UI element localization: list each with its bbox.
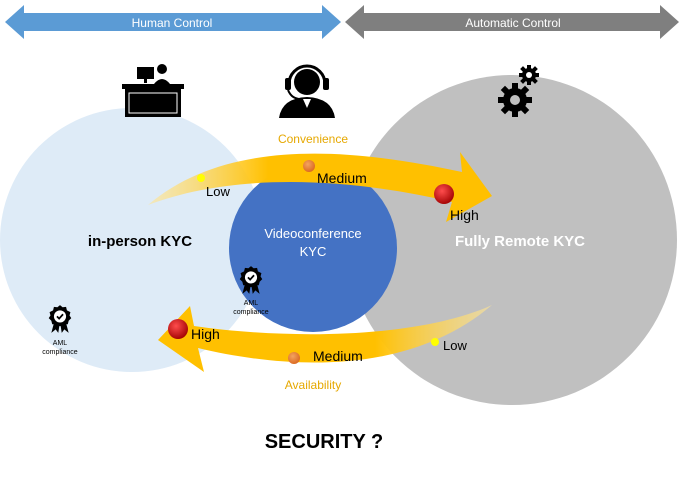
availability-label: Availability	[285, 378, 341, 392]
aml-badge-center-line1: AML	[244, 300, 259, 307]
headset-agent-icon	[279, 64, 335, 118]
videoconference-label-line2: KYC	[300, 244, 327, 259]
human-control-label: Human Control	[132, 16, 213, 30]
aml-badge-left-line1: AML	[53, 340, 68, 347]
aml-badge-icon: AML compliance	[42, 304, 78, 356]
aml-badge-left-line2: compliance	[42, 349, 78, 356]
bottom-level-medium: Medium	[313, 348, 363, 364]
top-level-low-dot	[197, 174, 205, 182]
in-person-kyc-label: in-person KYC	[88, 233, 192, 250]
top-level-low: Low	[206, 184, 230, 199]
aml-badge-icon: AML compliance	[233, 265, 269, 316]
bottom-level-medium-dot	[288, 352, 300, 364]
videoconference-label-line1: Videoconference	[264, 226, 361, 241]
videoconference-kyc-circle	[229, 164, 397, 332]
top-level-high-dot	[434, 184, 454, 204]
bottom-level-high-dot	[168, 319, 188, 339]
in-person-kyc-circle	[0, 108, 264, 372]
top-level-medium-dot	[303, 160, 315, 172]
convenience-arrow	[148, 152, 492, 222]
fully-remote-kyc-circle	[347, 75, 677, 405]
security-question: SECURITY ?	[265, 431, 384, 453]
automatic-control-arrow: Automatic Control	[345, 5, 679, 39]
aml-badge-center-line2: compliance	[233, 309, 269, 316]
bottom-level-low-dot	[431, 338, 439, 346]
top-level-high: High	[450, 207, 479, 223]
desk-person-icon	[122, 64, 184, 117]
top-level-medium: Medium	[317, 170, 367, 186]
automatic-control-label: Automatic Control	[465, 16, 560, 30]
bottom-level-high: High	[191, 326, 220, 342]
fully-remote-kyc-label: Fully Remote KYC	[455, 233, 585, 250]
bottom-level-low: Low	[443, 338, 467, 353]
convenience-label: Convenience	[278, 132, 348, 146]
availability-arrow	[158, 305, 492, 372]
human-control-arrow: Human Control	[5, 5, 341, 39]
